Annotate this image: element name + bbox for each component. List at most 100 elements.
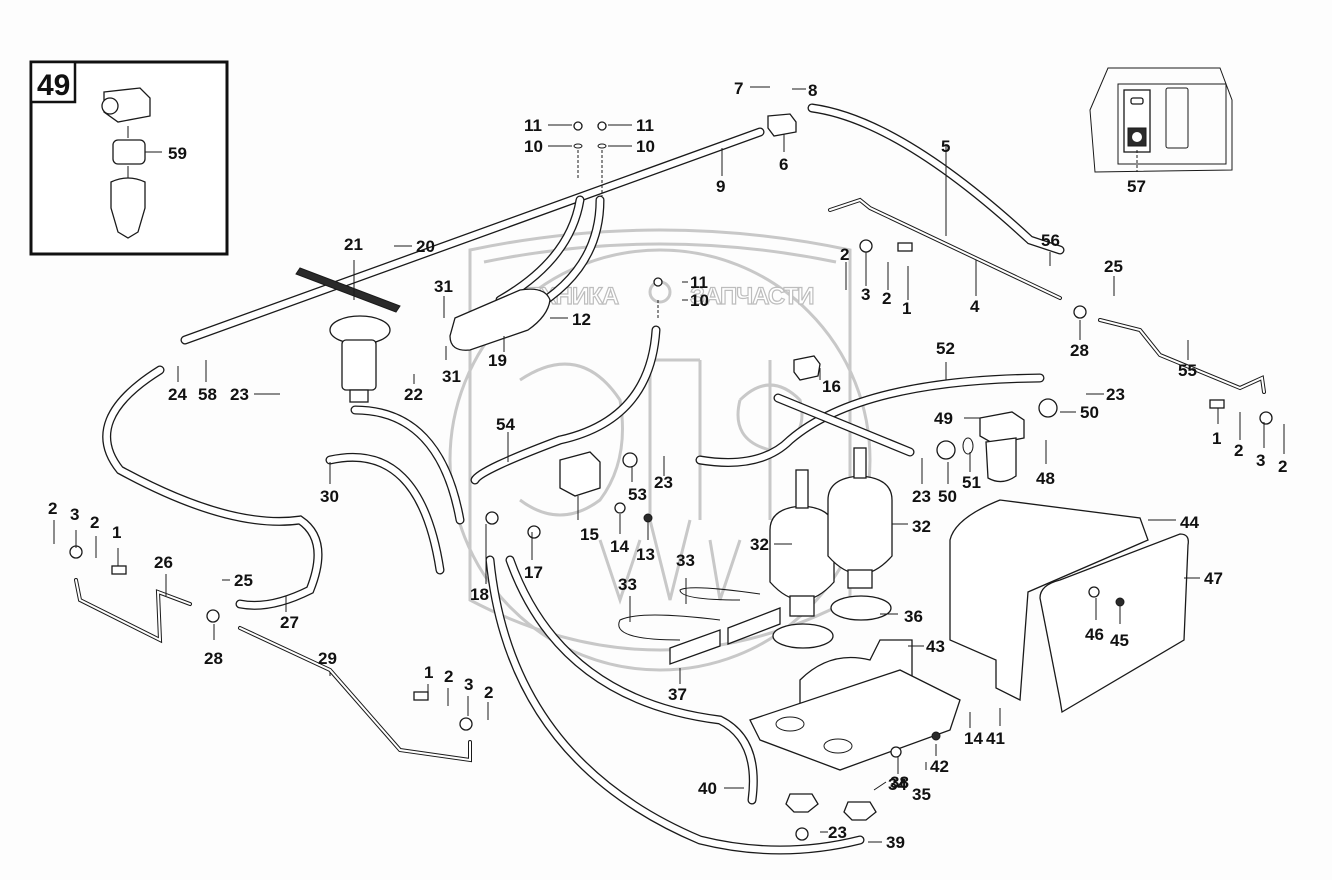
cylinder-19: [449, 288, 551, 351]
callout-10-b: 10: [636, 137, 655, 156]
callout-14-b: 14: [964, 729, 983, 748]
watermark-inner-arc: [483, 242, 837, 264]
fitting-11-b: [597, 121, 607, 131]
banjo-3-right: [1259, 411, 1273, 425]
callout-15: 15: [580, 525, 599, 544]
callout-31-a: 31: [434, 277, 453, 296]
callout-16: 16: [822, 377, 841, 396]
callout-1-a: 1: [902, 299, 911, 318]
callout-2-b: 2: [882, 289, 891, 308]
adapter-18: [485, 511, 499, 525]
callout-23-c: 23: [654, 473, 673, 492]
rubber-mount-left: [785, 793, 819, 813]
callout-43: 43: [926, 637, 945, 656]
mount-ring-left: [772, 623, 834, 649]
elbow-23-bottom: [795, 827, 809, 841]
callout-42: 42: [930, 757, 949, 776]
banjo-3-top: [859, 239, 873, 253]
callout-29: 29: [318, 649, 337, 668]
banjo-bolt-1-left: [111, 565, 127, 575]
clamp-plate-37: [669, 629, 721, 665]
leader-lines: [53, 86, 1285, 843]
callout-10-a: 10: [524, 137, 543, 156]
filter-port: [101, 97, 119, 115]
callout-10-c: 10: [690, 291, 709, 310]
watermark-letter-p: [648, 358, 702, 520]
callout-48: 48: [1036, 469, 1055, 488]
watermark-letter-e: [519, 362, 624, 517]
callout-23-b: 23: [1106, 385, 1125, 404]
callout-37: 37: [668, 685, 687, 704]
callout-11-b: 11: [636, 116, 654, 135]
callout-52: 52: [936, 339, 955, 358]
callout-33-b: 33: [676, 551, 695, 570]
pipe-26: [74, 578, 192, 644]
callout-55: 55: [1178, 361, 1197, 380]
callout-14-a: 14: [610, 537, 629, 556]
callout-22: 22: [404, 385, 423, 404]
callout-28-b: 28: [204, 649, 223, 668]
callout-2-h: 2: [484, 683, 493, 702]
inset-filter-49: 49 59: [29, 60, 229, 256]
callout-50-a: 50: [1080, 403, 1099, 422]
rubber-mount-38: [843, 801, 877, 821]
callout-2-d: 2: [1278, 457, 1287, 476]
adapter-50-right: [1038, 398, 1058, 418]
cover-47: [1039, 533, 1189, 714]
callout-5: 5: [941, 137, 950, 156]
callout-12: 12: [572, 310, 591, 329]
callout-32-a: 32: [750, 535, 769, 554]
callout-3-b: 3: [1256, 451, 1265, 470]
callout-4: 4: [970, 297, 980, 316]
filter-element-59: [112, 139, 146, 165]
accumulator-32-left: [769, 505, 835, 601]
callout-50-b: 50: [938, 487, 957, 506]
callout-28-a: 28: [1070, 341, 1089, 360]
inset-switch-panel-57: 57: [1089, 67, 1233, 196]
callout-31-b: 31: [442, 367, 461, 386]
adapter-53: [622, 452, 638, 468]
callout-1-c: 1: [112, 523, 121, 542]
callout-13: 13: [636, 545, 655, 564]
callout-9: 9: [716, 177, 725, 196]
filter-head-49: [979, 411, 1025, 445]
callout-45: 45: [1110, 631, 1129, 650]
tee-28-right: [1073, 305, 1087, 319]
callout-23-a: 23: [230, 385, 249, 404]
banjo-bolt-1-right: [1209, 399, 1225, 409]
callout-53: 53: [628, 485, 647, 504]
watermark-text-right: ЗАПЧАСТИ: [690, 283, 814, 310]
callout-49: 49: [934, 409, 953, 428]
callout-56: 56: [1041, 231, 1060, 250]
callout-57: 57: [1127, 177, 1146, 196]
callout-26: 26: [154, 553, 173, 572]
callout-41: 41: [986, 729, 1005, 748]
plug-13: [643, 513, 653, 523]
callout-3-a: 3: [861, 285, 870, 304]
callout-6: 6: [779, 155, 788, 174]
adapter-17: [527, 525, 541, 539]
fitting-11-a: [573, 121, 583, 131]
callout-36: 36: [904, 607, 923, 626]
hose-5: [807, 103, 1065, 255]
callout-23-e: 23: [828, 823, 847, 842]
cover-44: [949, 499, 1149, 702]
tee-28-left: [206, 609, 220, 623]
callout-18: 18: [470, 585, 489, 604]
hose-40: [505, 555, 758, 805]
indicator-lamp: [1130, 97, 1144, 105]
o-ring-51: [962, 437, 974, 455]
callout-59: 59: [168, 144, 187, 163]
banjo-3-bottom: [459, 717, 473, 731]
hoses: [102, 103, 1065, 855]
banjo-bolt-1-bottom: [413, 691, 429, 701]
callout-21: 21: [344, 235, 363, 254]
base-plate: [749, 669, 961, 771]
adapter-50-left: [936, 440, 956, 460]
components: [295, 113, 1189, 821]
control-valve-15: [559, 451, 601, 497]
callout-25-b: 25: [234, 571, 253, 590]
callout-33-a: 33: [618, 575, 637, 594]
